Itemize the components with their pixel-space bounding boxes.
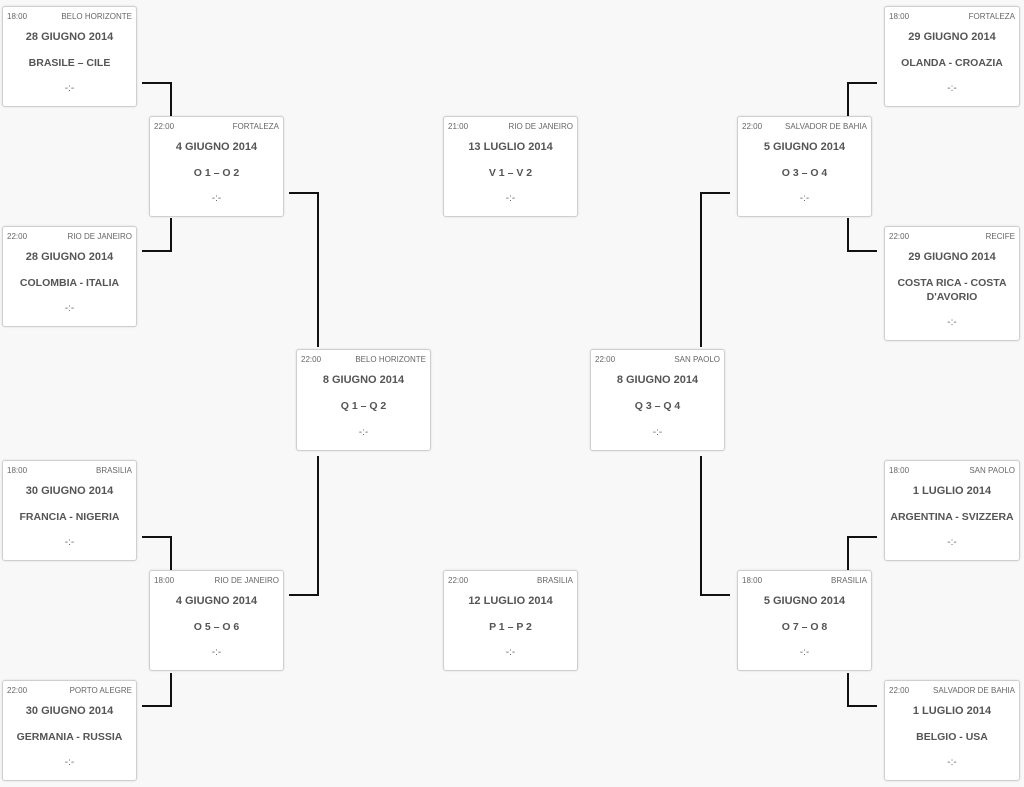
match-venue: FORTALEZA — [232, 122, 279, 131]
match-teams: O 7 – O 8 — [781, 621, 828, 633]
match-time: 18:00 — [154, 576, 175, 585]
match-card-qf-4[interactable]: 18:00 BRASILIA 5 GIUGNO 2014 O 7 – O 8 -… — [737, 570, 872, 671]
match-date: 13 LUGLIO 2014 — [468, 141, 553, 153]
match-teams: O 1 – O 2 — [193, 167, 240, 179]
match-teams: OLANDA - CROAZIA — [901, 57, 1003, 69]
match-card-qf-2[interactable]: 18:00 RIO DE JANEIRO 4 GIUGNO 2014 O 5 –… — [149, 570, 284, 671]
match-teams: V 1 – V 2 — [488, 167, 533, 179]
match-score: -:- — [799, 193, 810, 204]
match-time: 21:00 — [448, 122, 469, 131]
match-date: 12 LUGLIO 2014 — [468, 595, 553, 607]
match-score: -:- — [64, 537, 75, 548]
match-score: -:- — [505, 193, 516, 204]
match-date: 28 GIUGNO 2014 — [25, 251, 114, 263]
match-teams: BELGIO - USA — [916, 731, 988, 743]
match-venue: BRASILIA — [830, 576, 867, 585]
match-card-final[interactable]: 21:00 RIO DE JANEIRO 13 LUGLIO 2014 V 1 … — [443, 116, 578, 217]
match-venue: SALVADOR DE BAHIA — [933, 686, 1015, 695]
match-date: 1 LUGLIO 2014 — [912, 485, 992, 497]
match-venue: PORTO ALEGRE — [69, 686, 132, 695]
match-date: 28 GIUGNO 2014 — [25, 31, 114, 43]
match-teams: O 3 – O 4 — [781, 167, 828, 179]
match-date: 1 LUGLIO 2014 — [912, 705, 992, 717]
match-venue: SAN PAOLO — [969, 466, 1015, 475]
match-card-sf-2[interactable]: 22:00 SAN PAOLO 8 GIUGNO 2014 Q 3 – Q 4 … — [590, 349, 725, 451]
match-teams: COLOMBIA - ITALIA — [19, 277, 120, 289]
match-time: 22:00 — [301, 355, 322, 364]
match-time: 22:00 — [7, 686, 28, 695]
match-venue: BRASILIA — [95, 466, 132, 475]
match-teams: Q 1 – Q 2 — [340, 400, 387, 412]
match-teams: FRANCIA - NIGERIA — [19, 511, 120, 523]
match-score: -:- — [64, 83, 75, 94]
match-score: -:- — [652, 427, 663, 438]
match-teams: O 5 – O 6 — [193, 621, 240, 633]
match-card-r16-argentina-svizzera[interactable]: 18:00 SAN PAOLO 1 LUGLIO 2014 ARGENTINA … — [884, 460, 1020, 561]
match-score: -:- — [211, 193, 222, 204]
match-score: -:- — [947, 317, 957, 328]
match-time: 22:00 — [448, 576, 469, 585]
match-score: -:- — [64, 303, 75, 314]
match-date: 5 GIUGNO 2014 — [763, 595, 846, 607]
match-date: 8 GIUGNO 2014 — [616, 374, 699, 386]
match-time: 22:00 — [889, 232, 910, 241]
match-time: 18:00 — [889, 12, 910, 21]
match-date: 4 GIUGNO 2014 — [175, 595, 258, 607]
match-venue: BRASILIA — [536, 576, 573, 585]
match-date: 4 GIUGNO 2014 — [175, 141, 258, 153]
match-time: 18:00 — [7, 466, 28, 475]
match-score: -:- — [211, 647, 222, 658]
match-date: 5 GIUGNO 2014 — [763, 141, 846, 153]
match-teams: Q 3 – Q 4 — [634, 400, 681, 412]
match-card-r16-olanda-croazia[interactable]: 18:00 FORTALEZA 29 GIUGNO 2014 OLANDA - … — [884, 6, 1020, 107]
match-date: 8 GIUGNO 2014 — [322, 374, 405, 386]
match-venue: BELO HORIZONTE — [355, 355, 426, 364]
match-card-r16-brasile-cile[interactable]: 18:00 BELO HORIZONTE 28 GIUGNO 2014 BRAS… — [2, 6, 137, 107]
match-date: 30 GIUGNO 2014 — [25, 705, 114, 717]
match-card-qf-3[interactable]: 22:00 SALVADOR DE BAHIA 5 GIUGNO 2014 O … — [737, 116, 872, 217]
match-card-third-place[interactable]: 22:00 BRASILIA 12 LUGLIO 2014 P 1 – P 2 … — [443, 570, 578, 671]
match-teams: ARGENTINA - SVIZZERA — [890, 511, 1014, 523]
match-card-r16-colombia-italia[interactable]: 22:00 RIO DE JANEIRO 28 GIUGNO 2014 COLO… — [2, 226, 137, 327]
match-card-sf-1[interactable]: 22:00 BELO HORIZONTE 8 GIUGNO 2014 Q 1 –… — [296, 349, 431, 451]
match-date: 29 GIUGNO 2014 — [908, 251, 996, 263]
match-time: 18:00 — [889, 466, 910, 475]
match-venue: FORTALEZA — [968, 12, 1015, 21]
match-score: -:- — [358, 427, 369, 438]
match-date: 30 GIUGNO 2014 — [25, 485, 114, 497]
match-venue: RECIFE — [985, 232, 1015, 241]
match-score: -:- — [505, 647, 516, 658]
match-venue: SALVADOR DE BAHIA — [785, 122, 867, 131]
match-time: 22:00 — [154, 122, 175, 131]
match-teams: BRASILE – CILE — [28, 57, 111, 69]
match-venue: RIO DE JANEIRO — [214, 576, 279, 585]
match-score: -:- — [947, 757, 957, 768]
match-time: 18:00 — [7, 12, 28, 21]
match-time: 22:00 — [595, 355, 616, 364]
match-card-r16-francia-nigeria[interactable]: 18:00 BRASILIA 30 GIUGNO 2014 FRANCIA - … — [2, 460, 137, 561]
match-time: 22:00 — [742, 122, 763, 131]
match-teams: P 1 – P 2 — [489, 621, 532, 633]
match-score: -:- — [799, 647, 810, 658]
match-time: 18:00 — [742, 576, 763, 585]
match-card-r16-costarica-costadavorio[interactable]: 22:00 RECIFE 29 GIUGNO 2014 COSTA RICA -… — [884, 226, 1020, 341]
match-score: -:- — [64, 757, 75, 768]
match-venue: RIO DE JANEIRO — [67, 232, 132, 241]
match-score: -:- — [947, 83, 957, 94]
match-card-r16-germania-russia[interactable]: 22:00 PORTO ALEGRE 30 GIUGNO 2014 GERMAN… — [2, 680, 137, 781]
match-venue: RIO DE JANEIRO — [508, 122, 573, 131]
match-venue: SAN PAOLO — [674, 355, 720, 364]
match-card-r16-belgio-usa[interactable]: 22:00 SALVADOR DE BAHIA 1 LUGLIO 2014 BE… — [884, 680, 1020, 781]
match-teams: COSTA RICA - COSTA D'AVORIO — [897, 277, 1007, 303]
match-time: 22:00 — [889, 686, 910, 695]
match-card-qf-1[interactable]: 22:00 FORTALEZA 4 GIUGNO 2014 O 1 – O 2 … — [149, 116, 284, 217]
match-score: -:- — [947, 537, 957, 548]
match-time: 22:00 — [7, 232, 28, 241]
match-teams: GERMANIA - RUSSIA — [16, 731, 123, 743]
match-date: 29 GIUGNO 2014 — [908, 31, 996, 43]
match-venue: BELO HORIZONTE — [61, 12, 132, 21]
